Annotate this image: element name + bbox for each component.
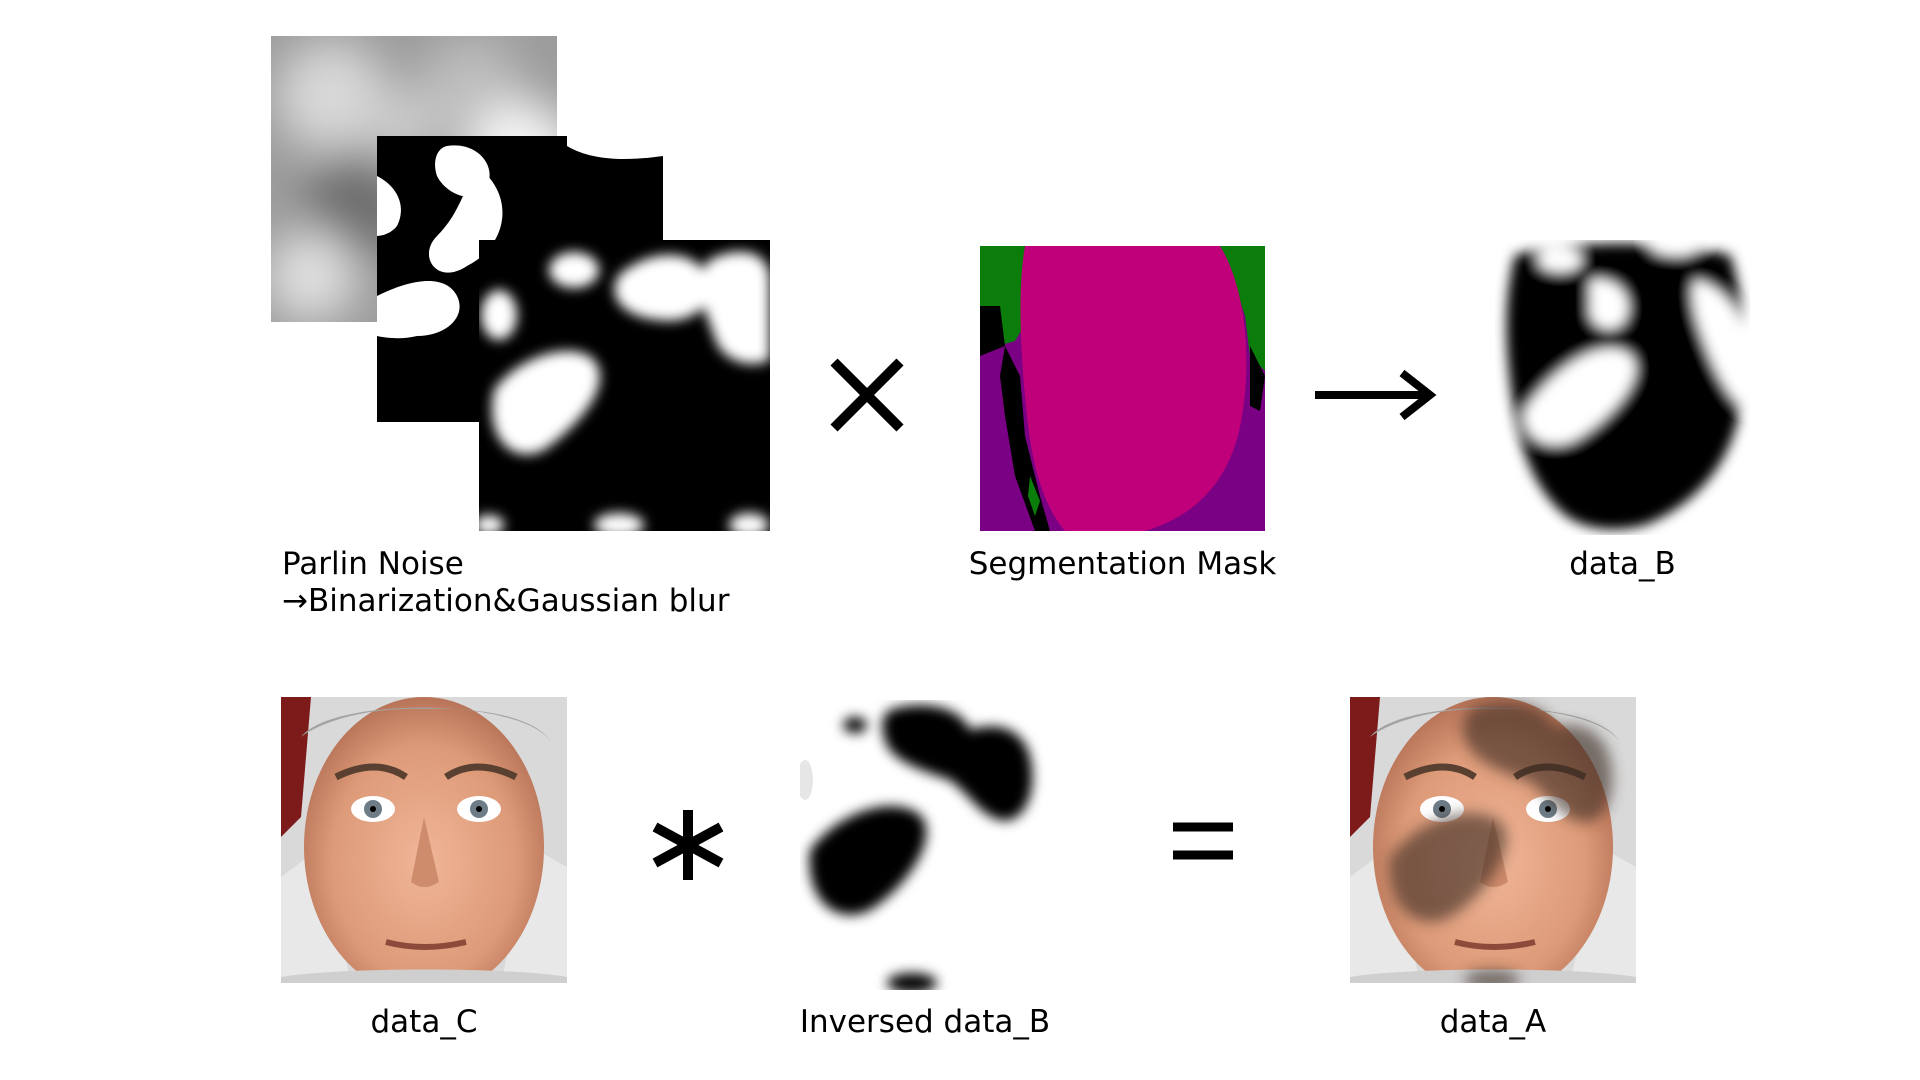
data-a-face-image bbox=[1350, 697, 1636, 983]
equals-operator bbox=[1163, 810, 1243, 870]
blurred-noise-image bbox=[479, 240, 770, 531]
segmentation-mask-image bbox=[980, 246, 1265, 531]
data-a-caption: data_A bbox=[1439, 1004, 1547, 1040]
inversed-data-b-image bbox=[800, 700, 1050, 990]
inversed-data-b-caption: Inversed data_B bbox=[799, 1004, 1051, 1040]
perlin-noise-caption-line1: Parlin Noise bbox=[282, 546, 464, 582]
perlin-noise-caption-line2: →Binarization&Gaussian blur bbox=[282, 583, 730, 619]
multiply-operator bbox=[822, 350, 912, 440]
multiply-icon bbox=[830, 358, 904, 432]
asterisk-icon bbox=[652, 810, 724, 880]
data-c-caption: data_C bbox=[370, 1004, 478, 1040]
data-b-image bbox=[1495, 240, 1750, 535]
equals-icon bbox=[1173, 822, 1233, 860]
arrow-operator bbox=[1310, 365, 1440, 425]
segmentation-mask-caption: Segmentation Mask bbox=[968, 546, 1277, 582]
right-arrow-icon bbox=[1315, 369, 1437, 421]
data-c-face-image bbox=[281, 697, 567, 983]
asterisk-operator bbox=[643, 800, 733, 890]
data-b-caption: data_B bbox=[1569, 546, 1676, 582]
